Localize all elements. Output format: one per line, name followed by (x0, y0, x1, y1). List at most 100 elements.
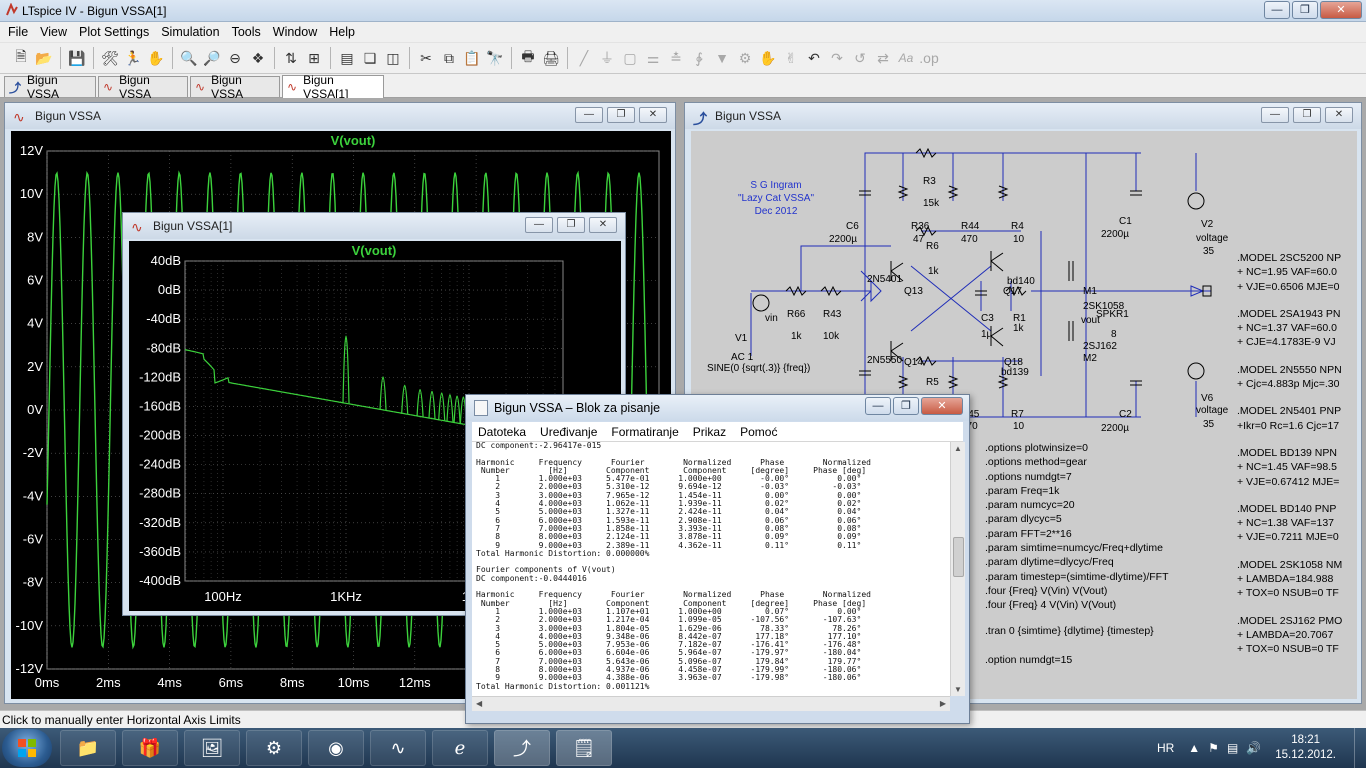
wire-icon[interactable]: ╱ (579, 49, 589, 66)
component-label[interactable]: 2200µ (1101, 229, 1130, 240)
spice-directive[interactable]: .param FFT=2**16 (985, 527, 1072, 540)
menu-help[interactable]: Help (329, 25, 355, 39)
save-icon[interactable]: 💾 (68, 49, 86, 66)
component-label[interactable]: 10 (1013, 421, 1025, 432)
menu-plot-settings[interactable]: Plot Settings (79, 25, 150, 39)
control-panel-icon[interactable]: 🛠 (101, 49, 119, 66)
spice-directive[interactable]: .four {Freq} 4 V(Vin) V(Vout) (985, 599, 1117, 612)
component-label[interactable]: 2200µ (829, 234, 858, 245)
spice-directive[interactable]: .param timestep=(simtime-dlytime)/FFT (985, 570, 1169, 583)
inductor-icon[interactable]: ∲ (695, 49, 703, 66)
spice-directive[interactable]: .param dlytime=dlycyc/Freq (985, 556, 1114, 569)
component-label[interactable]: 10 (1013, 234, 1025, 245)
scroll-up-arrow-icon[interactable]: ▲ (954, 444, 962, 453)
component-label[interactable]: vout (1081, 315, 1100, 326)
taskbar-ltspice-button[interactable]: ⤴ (494, 730, 550, 766)
component-label[interactable]: R1 (1013, 313, 1026, 324)
menu-simulation[interactable]: Simulation (161, 25, 220, 39)
minimize-button[interactable]: — (1261, 107, 1289, 123)
vertical-scrollbar[interactable]: ▲ ▼ (950, 442, 965, 696)
zoom-fit-icon[interactable]: ❖ (251, 49, 265, 66)
schematic-window-header[interactable]: ⤴ Bigun VSSA — ❐ ✕ (685, 103, 1361, 129)
component-label[interactable]: Q14 (904, 357, 923, 368)
tab-waveform-1[interactable]: ∿ Bigun VSSA (98, 73, 188, 101)
scroll-left-arrow-icon[interactable]: ◀ (476, 699, 483, 708)
diode-icon[interactable]: ▼ (715, 50, 729, 66)
autorange-icon[interactable]: ⇅ (285, 49, 297, 66)
component-label[interactable]: R7 (1011, 409, 1024, 420)
component-label[interactable]: C2 (1119, 409, 1132, 420)
minimize-button[interactable]: — (575, 107, 603, 123)
find-icon[interactable]: 🔭 (486, 49, 504, 66)
restore-button[interactable]: ❐ (607, 107, 635, 123)
component-label[interactable]: R4 (1011, 221, 1024, 232)
component-label[interactable]: SPKR1 (1096, 309, 1129, 320)
cascade-icon[interactable]: ❏ (363, 49, 377, 66)
scrollbar-thumb[interactable] (953, 537, 964, 577)
menu-file[interactable]: File (8, 25, 29, 39)
horizontal-scrollbar[interactable]: ◀ ▶ (472, 696, 950, 711)
spice-model[interactable]: .MODEL 2SC5200 NP+ NC=1.95 VAF=60.0+ VJE… (1237, 251, 1355, 294)
component-label[interactable]: 2SJ162 (1083, 341, 1117, 352)
plot-window-header[interactable]: ∿ Bigun VSSA — ❐ ✕ (5, 103, 675, 129)
text-icon[interactable]: Aa (898, 51, 914, 65)
spice-model[interactable]: .MODEL 2SA1943 PN+ NC=1.37 VAF=60.0+ CJE… (1237, 307, 1355, 350)
action-center-icon[interactable]: ⚑ (1208, 741, 1219, 755)
scroll-right-arrow-icon[interactable]: ▶ (939, 699, 946, 708)
component-label[interactable]: Q17 (1003, 286, 1022, 297)
taskbar-package-button[interactable]: 🎁 (122, 730, 178, 766)
close-window-icon[interactable]: ◫ (386, 49, 400, 66)
label-icon[interactable]: ▢ (623, 49, 637, 66)
menu-prikaz[interactable]: Prikaz (692, 424, 727, 439)
taskbar-photo-button[interactable]: 🖼 (184, 730, 240, 766)
component-label[interactable]: vin (765, 313, 778, 324)
component-label[interactable]: 8 (1111, 329, 1117, 340)
show-desktop-button[interactable] (1354, 728, 1366, 768)
component-icon[interactable]: ⚙ (738, 49, 752, 66)
component-label[interactable]: R6 (926, 241, 939, 252)
new-schematic-icon[interactable]: 🗎 (15, 48, 27, 64)
component-label[interactable]: bd140 (1007, 276, 1035, 287)
ground-icon[interactable]: ⏚ (600, 50, 614, 66)
drag-icon[interactable]: ✌ (785, 49, 797, 66)
component-label[interactable]: V1 (735, 333, 748, 344)
print-setup-icon[interactable]: 🖶 (521, 48, 535, 64)
component-label[interactable]: 2N5550 (867, 355, 903, 366)
notepad-text-area[interactable]: DC component:-2.96417e-015 Harmonic Freq… (472, 442, 950, 696)
tran-directive[interactable]: .tran 0 {simtime} {dlytime} {timestep} (985, 625, 1154, 637)
close-button[interactable]: ✕ (1320, 1, 1362, 19)
restore-button[interactable]: ❐ (893, 397, 919, 415)
language-indicator[interactable]: HR (1156, 741, 1175, 755)
capacitor-icon[interactable]: ⚌ (646, 49, 660, 66)
spice-directive-icon[interactable]: .op (919, 50, 939, 66)
clock[interactable]: 18:21 15.12.2012. (1275, 733, 1336, 763)
close-button[interactable]: ✕ (639, 107, 667, 123)
menu-window[interactable]: Window (272, 25, 318, 39)
component-label[interactable]: 35 (1203, 246, 1215, 257)
menu-tools[interactable]: Tools (231, 25, 261, 39)
taskbar-oscilloscope-button[interactable]: ∿ (370, 730, 426, 766)
component-label[interactable]: voltage (1196, 233, 1229, 244)
taskbar-tool-button[interactable]: ⚙ (246, 730, 302, 766)
cut-icon[interactable]: ✂ (420, 49, 432, 66)
component-label[interactable]: R44 (961, 221, 980, 232)
taskbar-folder-button[interactable]: 📁 (60, 730, 116, 766)
taskbar-notepad-button[interactable]: 🗒 (556, 730, 612, 766)
restore-button[interactable]: ❐ (557, 217, 585, 233)
menu-view[interactable]: View (40, 25, 68, 39)
component-label[interactable]: 1k (1013, 323, 1024, 334)
component-label[interactable]: R45 (961, 409, 980, 420)
spice-directive[interactable]: .options method=gear (985, 456, 1087, 469)
scroll-down-arrow-icon[interactable]: ▼ (954, 685, 962, 694)
print-icon[interactable]: 🖨 (542, 49, 560, 66)
component-label[interactable]: R3 (923, 176, 936, 187)
component-label[interactable]: AC 1 (731, 352, 754, 363)
start-button[interactable] (2, 729, 52, 767)
close-button[interactable]: ✕ (1325, 107, 1353, 123)
network-icon[interactable]: ▤ (1226, 741, 1239, 755)
component-label[interactable]: R43 (823, 309, 842, 320)
halt-icon[interactable]: ✋ (147, 49, 165, 66)
spice-directive[interactable]: .param Freq=1k (985, 484, 1060, 497)
component-label[interactable]: V2 (1201, 219, 1214, 230)
component-label[interactable]: bd139 (1001, 367, 1029, 378)
